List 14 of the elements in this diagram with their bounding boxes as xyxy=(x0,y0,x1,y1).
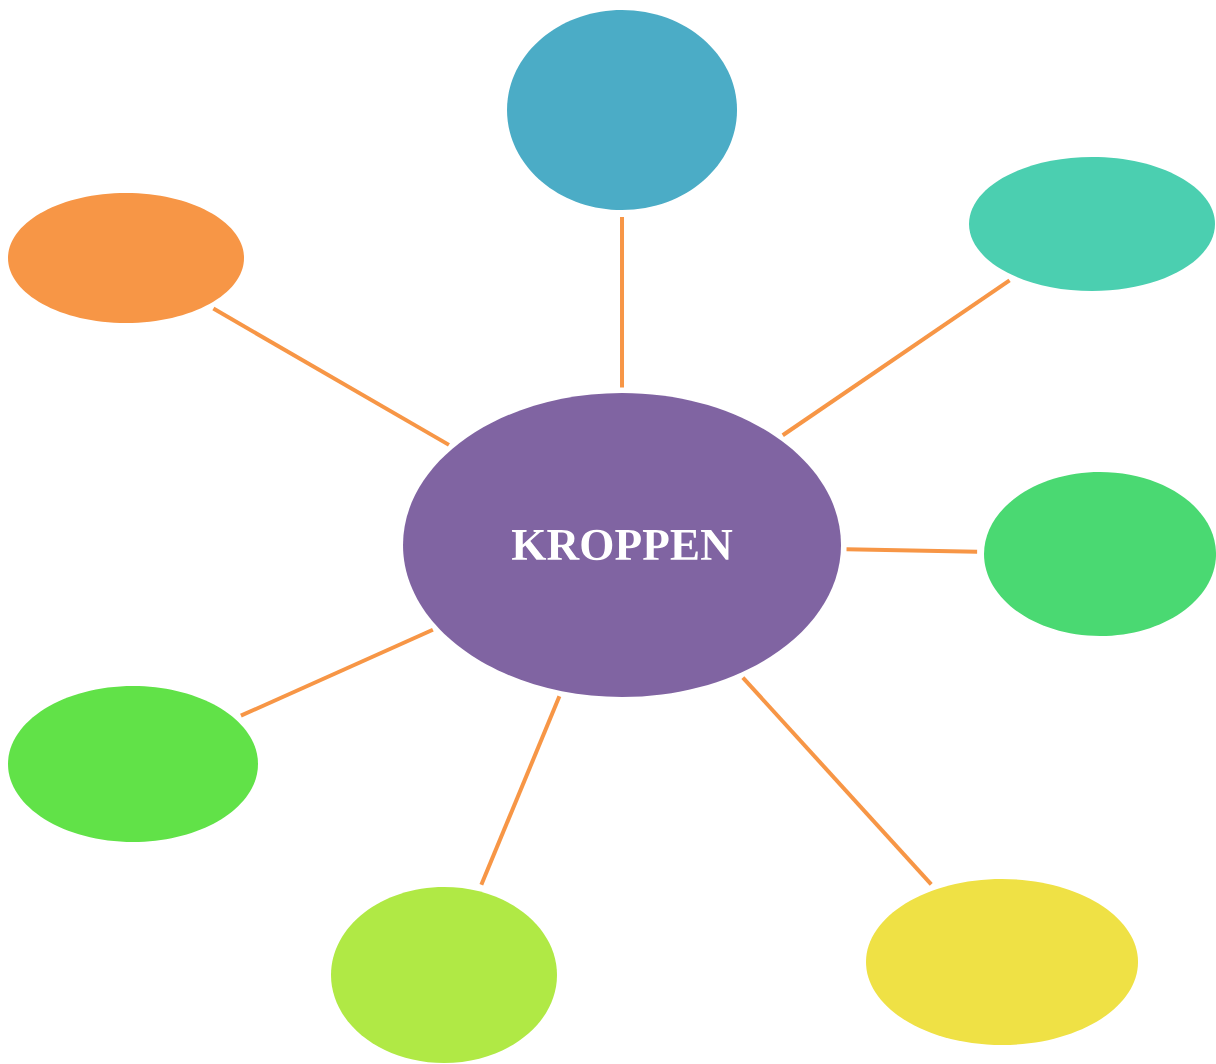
topic-ellipse xyxy=(507,10,737,210)
connector-line xyxy=(846,547,978,554)
connector-line xyxy=(781,278,1011,437)
topic-ellipse xyxy=(984,472,1216,636)
connector-line xyxy=(479,695,562,886)
topic-ellipse xyxy=(331,887,557,1063)
connector-line xyxy=(212,306,450,447)
connector-line xyxy=(620,216,624,388)
topic-ellipse xyxy=(8,686,258,842)
connector-line xyxy=(741,676,933,886)
topic-ellipse xyxy=(866,879,1138,1045)
topic-ellipse xyxy=(969,157,1215,291)
connector-line xyxy=(240,627,434,718)
topic-ellipse xyxy=(8,193,244,323)
